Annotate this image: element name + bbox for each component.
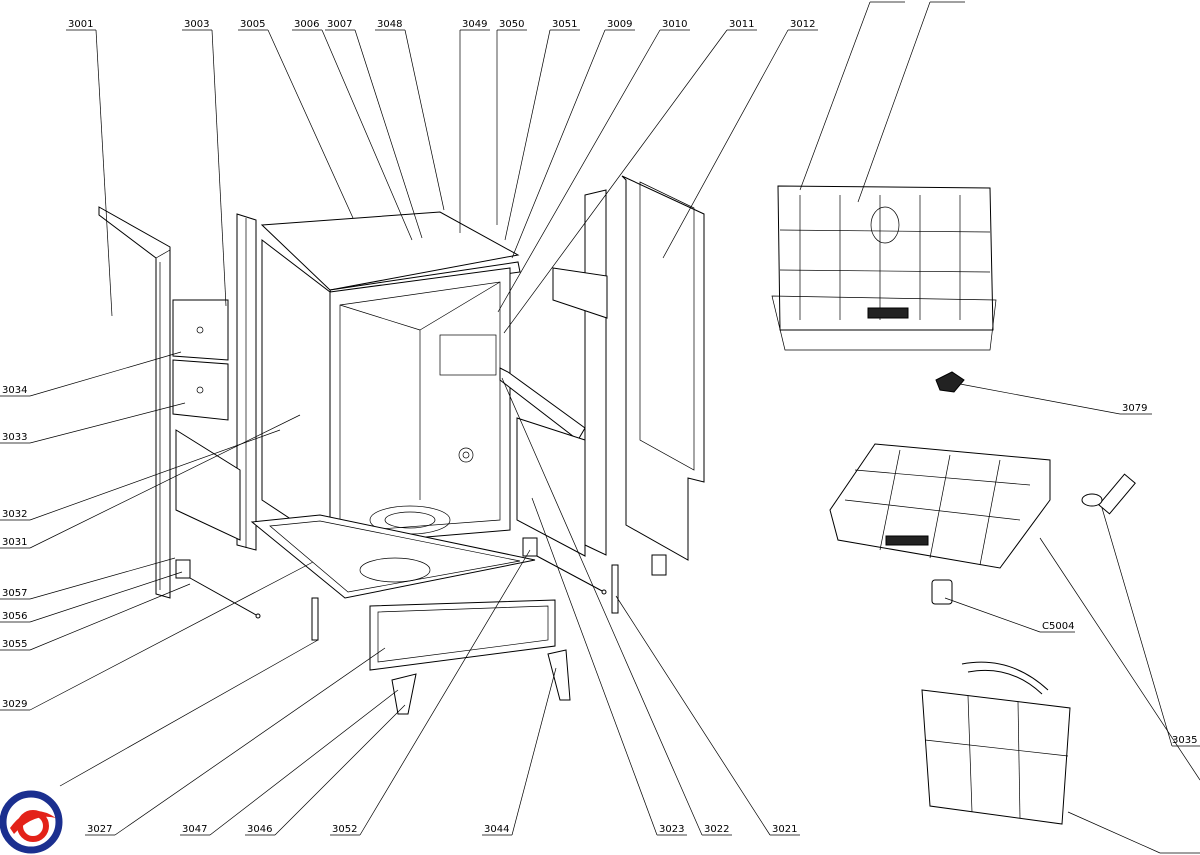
part-label: 3044: [484, 824, 509, 835]
part-label: 3012: [790, 19, 815, 30]
part-label: 3048: [377, 19, 402, 30]
part-label: 3033: [2, 432, 27, 443]
part-label: 3005: [240, 19, 265, 30]
base-tray: [250, 514, 536, 599]
lower-basket: [829, 443, 1051, 569]
left-frame-rail: [175, 213, 257, 551]
part-label: 3035: [1172, 735, 1197, 746]
part-label: 3009: [607, 19, 632, 30]
part-label: 3007: [327, 19, 352, 30]
part-label: 3051: [552, 19, 577, 30]
upper-basket: [771, 185, 997, 351]
part-label: 3011: [729, 19, 754, 30]
part-label: 3027: [87, 824, 112, 835]
part-label: 3052: [332, 824, 357, 835]
dishwasher-tub: [261, 238, 511, 546]
part-label: 3056: [2, 611, 27, 622]
part-label: 3046: [247, 824, 272, 835]
part-label: 3055: [2, 639, 27, 650]
part-label: 3047: [182, 824, 207, 835]
part-label: 3050: [499, 19, 524, 30]
part-label: 3034: [2, 385, 27, 396]
cutlery-basket: [921, 661, 1071, 825]
part-label: 3010: [662, 19, 687, 30]
part-label: 3023: [659, 824, 684, 835]
kick-panel: [369, 599, 556, 671]
door-arm: [439, 334, 586, 441]
part-label: 3049: [462, 19, 487, 30]
part-label: 3003: [184, 19, 209, 30]
left-side-panel: [98, 206, 171, 599]
part-label: C5004: [1042, 621, 1074, 632]
part-label: 3029: [2, 699, 27, 710]
part-label: 3021: [772, 824, 797, 835]
brand-logo: [0, 790, 63, 854]
dishwasher-exploded-drawing: [98, 175, 1136, 825]
part-label: 3032: [2, 509, 27, 520]
part-label: 3031: [2, 537, 27, 548]
small-parts: [931, 371, 1136, 605]
part-number-labels: 3001 3003 3005 3006 3007 3048 3049 3050 …: [2, 19, 1197, 835]
part-label: 3057: [2, 588, 27, 599]
part-label: 3079: [1122, 403, 1147, 414]
part-label: 3001: [68, 19, 93, 30]
feet-and-hinges: [175, 537, 619, 715]
part-label: 3022: [704, 824, 729, 835]
part-label: 3006: [294, 19, 319, 30]
right-side-panels: [516, 175, 705, 576]
left-bracket-plates: [172, 299, 229, 421]
